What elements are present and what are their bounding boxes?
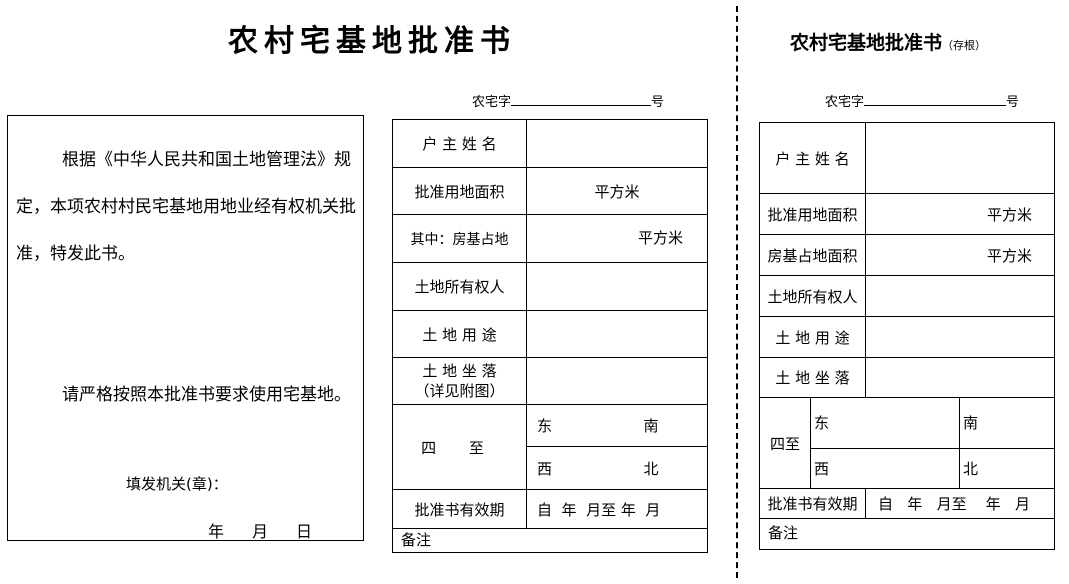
south-label: 南 <box>643 417 659 435</box>
location-field[interactable] <box>526 357 708 405</box>
stub-validity-label: 批准书有效期 <box>759 488 866 519</box>
east-field[interactable]: 东 <box>526 404 614 447</box>
stub-land-owner-label: 土地所有权人 <box>759 275 866 317</box>
stub-number-line: 农宅字 号 <box>825 91 1019 110</box>
stub-boundaries-label: 四至 <box>759 397 811 489</box>
stub-number-blank[interactable] <box>864 94 1007 106</box>
certificate-number-line: 农宅字 号 <box>472 91 664 110</box>
stub-east-field[interactable]: 东 <box>810 397 960 449</box>
house-area-field[interactable]: 平方米 <box>526 214 708 263</box>
stub-east-label: 东 <box>814 414 830 432</box>
stub-north-field[interactable]: 北 <box>959 448 1055 489</box>
stub-house-area-label: 房基占地面积 <box>759 234 866 276</box>
land-owner-field[interactable] <box>526 262 708 311</box>
remarks-field[interactable]: 备注 <box>392 528 708 553</box>
approved-area-field[interactable]: 平方米 <box>526 167 708 215</box>
west-label: 西 <box>537 459 553 478</box>
stub-number-prefix: 农宅字 <box>825 95 865 110</box>
issue-date: 年月日 <box>208 518 340 542</box>
house-area-unit: 平方米 <box>637 229 683 247</box>
notice-paragraph-2: 请严格按照本批准书要求使用宅基地。 <box>62 385 351 405</box>
date-month: 月 <box>252 522 269 541</box>
stub-remarks-field[interactable]: 备注 <box>759 518 1055 550</box>
number-suffix: 号 <box>651 95 665 110</box>
perforation-divider <box>736 6 738 578</box>
validity-value: 自 年 月至 年 月 <box>537 500 661 519</box>
stub-remarks-label: 备注 <box>768 524 799 542</box>
stub-west-label: 西 <box>814 460 830 478</box>
owner-name-field[interactable] <box>526 119 708 168</box>
remarks-label: 备注 <box>401 531 432 549</box>
validity-field[interactable]: 自 年 月至 年 月 <box>526 489 708 529</box>
notice-paragraph-1: 根据《中华人民共和国土地管理法》规定，本项农村村民宅基地用地业经有权机关批准，特… <box>16 150 356 264</box>
stub-house-area-field[interactable]: 平方米 <box>865 234 1055 276</box>
stub-land-use-label: 土 地 用 途 <box>759 316 866 358</box>
stub-title-text: 农村宅基地批准书 <box>790 32 943 54</box>
land-owner-label: 土地所有权人 <box>392 262 527 311</box>
stub-form: 户 主 姓 名 批准用地面积 平方米 房基占地面积 平方米 土地所有权人 土 地… <box>759 122 1055 550</box>
north-label: 北 <box>643 459 659 478</box>
location-note: （详见附图） <box>414 382 505 400</box>
west-field[interactable]: 西 <box>526 446 614 490</box>
notice-box: 根据《中华人民共和国土地管理法》规定，本项农村村民宅基地用地业经有权机关批准，特… <box>7 115 364 541</box>
stub-approved-area-field[interactable]: 平方米 <box>865 193 1055 235</box>
stub-location-label: 土 地 坐 落 <box>759 357 866 398</box>
north-field[interactable]: 北 <box>613 446 708 490</box>
stub-approved-area-label: 批准用地面积 <box>759 193 866 235</box>
approved-area-unit: 平方米 <box>594 182 640 201</box>
stub-validity-field[interactable]: 自 年 月至 年 月 <box>865 488 1055 519</box>
date-year: 年 <box>208 522 225 541</box>
south-field[interactable]: 南 <box>613 404 708 447</box>
date-day: 日 <box>296 522 313 541</box>
stub-south-field[interactable]: 南 <box>959 397 1055 449</box>
stub-title-tag: （存根） <box>942 39 987 52</box>
approval-form: 户 主 姓 名 批准用地面积 平方米 其中：房基占地 平方米 土地所有权人 土 … <box>392 119 708 553</box>
stub-validity-value: 自 年 月至 年 月 <box>878 495 1030 513</box>
number-prefix: 农宅字 <box>472 95 512 110</box>
stub-west-field[interactable]: 西 <box>810 448 960 489</box>
certificate-title: 农村宅基地批准书 <box>228 24 516 59</box>
land-use-label: 土 地 用 途 <box>392 310 527 358</box>
east-label: 东 <box>537 417 553 435</box>
boundaries-label: 四 至 <box>392 404 527 490</box>
stub-approved-area-unit: 平方米 <box>986 205 1032 224</box>
land-use-field[interactable] <box>526 310 708 358</box>
approved-area-label: 批准用地面积 <box>392 167 527 215</box>
house-area-label: 其中：房基占地 <box>392 214 527 263</box>
issuer-label: 填发机关(章)： <box>126 475 228 493</box>
stub-house-area-unit: 平方米 <box>986 246 1032 265</box>
stub-land-owner-field[interactable] <box>865 275 1055 317</box>
owner-name-label: 户 主 姓 名 <box>392 119 527 168</box>
stub-location-field[interactable] <box>865 357 1055 398</box>
stub-north-label: 北 <box>963 460 979 478</box>
stub-owner-name-field[interactable] <box>865 122 1055 194</box>
location-label-text: 土 地 坐 落 <box>422 362 497 380</box>
stub-number-suffix: 号 <box>1006 95 1020 110</box>
stub-title: 农村宅基地批准书（存根） <box>790 28 986 55</box>
validity-label: 批准书有效期 <box>392 489 527 529</box>
location-label: 土 地 坐 落 （详见附图） <box>392 357 527 405</box>
stub-owner-name-label: 户 主 姓 名 <box>759 122 866 194</box>
stub-south-label: 南 <box>963 414 979 432</box>
stub-land-use-field[interactable] <box>865 316 1055 358</box>
number-blank[interactable] <box>511 94 652 106</box>
